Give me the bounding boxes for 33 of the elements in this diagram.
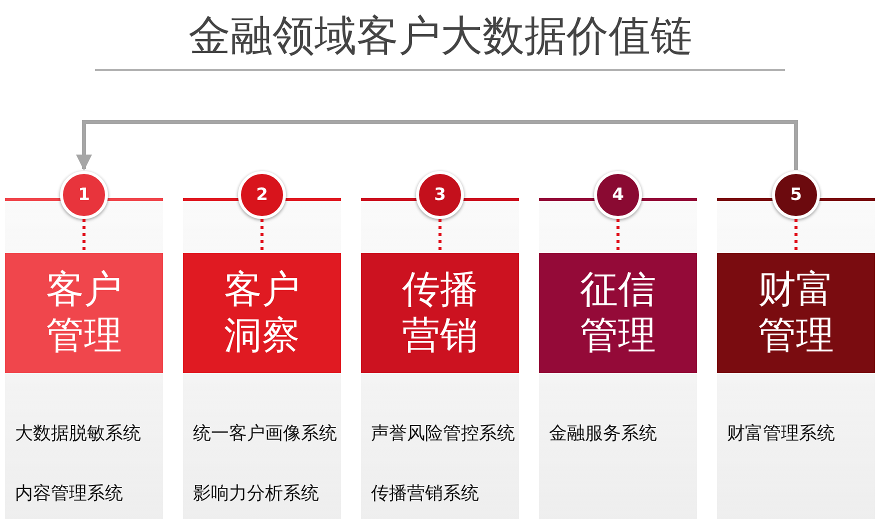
step-number-circle: 3 [416, 171, 464, 219]
column-panel [539, 198, 697, 519]
diagram-title: 金融领域客户大数据价值链 [188, 10, 694, 62]
stage-box [5, 253, 163, 373]
step-number-circle: 5 [772, 171, 820, 219]
system-name: 内容管理系统 [15, 483, 124, 505]
stage-box [717, 253, 875, 373]
stage-title: 传播营销 [402, 267, 478, 359]
system-name: 财富管理系统 [727, 423, 835, 445]
step-number-circle: 1 [60, 171, 108, 219]
dotted-connector [794, 219, 798, 253]
dotted-connector [438, 219, 442, 253]
stage-box [183, 253, 341, 373]
stage-title: 客户洞察 [224, 267, 300, 359]
stage-box [361, 253, 519, 373]
column-panel [183, 198, 341, 519]
dotted-connector [616, 219, 620, 253]
system-name: 大数据脱敏系统 [15, 423, 141, 445]
arrow [76, 120, 798, 171]
system-name: 传播营销系统 [371, 483, 480, 505]
stage-box [539, 253, 697, 373]
column-panel [5, 198, 163, 519]
stage-title: 征信管理 [580, 267, 656, 359]
stage-title: 客户管理 [46, 267, 122, 359]
stage-title: 财富管理 [758, 267, 834, 359]
dotted-connector [260, 219, 264, 253]
system-name: 声誉风险管控系统 [371, 423, 515, 445]
system-name: 金融服务系统 [549, 423, 657, 445]
step-number-circle: 2 [238, 171, 286, 219]
system-name: 影响力分析系统 [193, 483, 320, 505]
dotted-connector [82, 219, 86, 253]
system-name: 统一客户画像系统 [193, 423, 337, 445]
step-number-circle: 4 [594, 171, 642, 219]
